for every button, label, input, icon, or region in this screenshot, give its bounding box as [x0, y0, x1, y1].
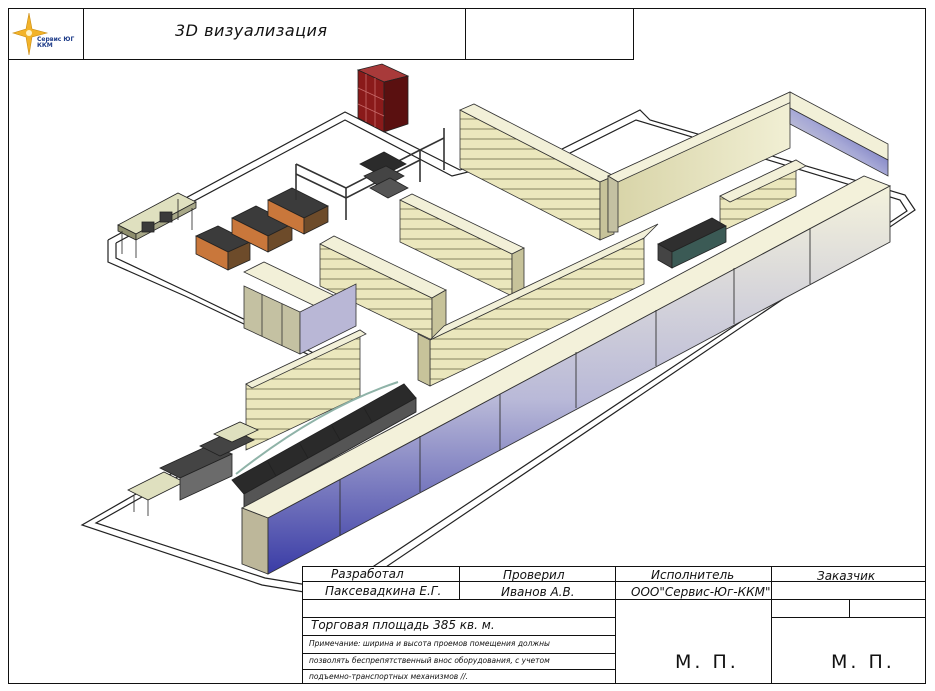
- drawing-title: 3D визуализация: [175, 21, 328, 40]
- checked-name: Иванов А.В.: [501, 585, 575, 599]
- customer-seal-placeholder: М. П.: [831, 651, 895, 673]
- title-block-header: Сервис ЮГ ККМ 3D визуализация: [8, 8, 634, 60]
- sales-area-text: Торговая площадь 385 кв. м.: [311, 618, 495, 632]
- star-logo-icon: [11, 12, 49, 56]
- shopping-carts: [359, 151, 409, 199]
- developed-name: Паксевадкина Е.Г.: [325, 584, 442, 598]
- refrigerated-case: [231, 381, 417, 509]
- right-gondola: [719, 159, 807, 233]
- logo-line-1: Сервис ЮГ: [37, 36, 75, 43]
- note-line-2: позволять беспрепятственный внос оборудо…: [309, 656, 550, 665]
- corner-wall-unit: [789, 91, 889, 177]
- back-wall-unit: [607, 91, 801, 233]
- executor-label: Исполнитель: [651, 568, 735, 582]
- gondola-diagonal: [417, 223, 659, 387]
- wall-shelf-left: [243, 261, 357, 355]
- long-service-counter: [240, 175, 892, 575]
- title-block-stamp: Разработал Паксевадкина Е.Г. Проверил Ив…: [302, 566, 926, 684]
- checkout-counters: [195, 187, 329, 271]
- title-cell: 3D визуализация: [83, 9, 466, 59]
- note-line-1: Примечание: ширина и высота проемов поме…: [309, 639, 550, 648]
- gondola-middle-1: [399, 193, 525, 297]
- work-table-top: [117, 192, 197, 258]
- executor-name: ООО"Сервис-Юг-ККМ": [631, 585, 771, 599]
- red-cabinet: [356, 63, 410, 133]
- developed-label: Разработал: [331, 567, 404, 581]
- logo-caption: Сервис ЮГ ККМ: [37, 37, 74, 49]
- company-logo: Сервис ЮГ ККМ: [9, 9, 84, 59]
- executor-seal-placeholder: М. П.: [675, 651, 739, 673]
- logo-line-2: ККМ: [37, 42, 53, 49]
- gondola-middle-2: [319, 235, 447, 341]
- note-line-3: подъемно-транспортных механизмов //.: [309, 672, 469, 681]
- checked-label: Проверил: [503, 568, 565, 582]
- gondola-back: [459, 103, 615, 241]
- freezer-unit: [657, 217, 727, 269]
- bottom-left-tables: [127, 421, 259, 516]
- customer-label: Заказчик: [817, 569, 876, 583]
